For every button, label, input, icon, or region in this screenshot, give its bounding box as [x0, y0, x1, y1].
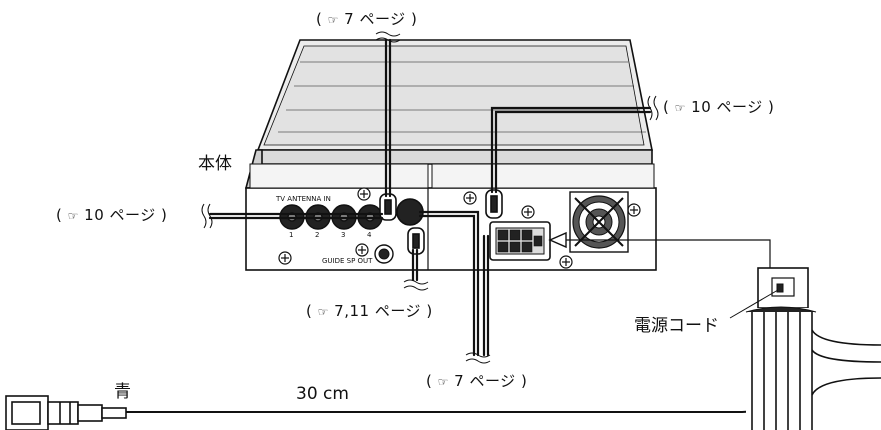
length-label: 30 cm: [296, 384, 349, 404]
pointing-hand-icon: ☞: [437, 375, 449, 389]
ref-lower-mid: ( ☞ 7,11 ページ ): [306, 302, 433, 320]
ref-left: ( ☞ 10 ページ ): [56, 206, 168, 224]
antenna-in-label: TV ANTENNA IN: [276, 195, 331, 203]
ref-right: ( ☞ 10 ページ ): [663, 98, 775, 116]
blue-wire-connector: [5, 395, 127, 430]
blue-wire-label: 青: [114, 382, 131, 402]
unit-label: 本体: [198, 154, 232, 174]
pointing-hand-icon: ☞: [317, 305, 329, 319]
antenna-port-3: 3: [341, 231, 346, 239]
guide-sp-out-label: GUIDE SP OUT: [322, 257, 373, 265]
antenna-port-1: 1: [289, 231, 294, 239]
power-cord-harness: [548, 231, 881, 430]
pointing-hand-icon: ☞: [67, 209, 79, 223]
power-cord-label: 電源コード: [634, 316, 719, 336]
ref-top: ( ☞ 7 ページ ): [316, 10, 418, 28]
cooling-fan: [569, 191, 629, 253]
antenna-port-2: 2: [315, 231, 320, 239]
guide-sp-out-jack: [374, 244, 394, 264]
antenna-port-4: 4: [367, 231, 372, 239]
screws: [278, 187, 641, 269]
break-marks: [201, 31, 659, 364]
pointing-hand-icon: ☞: [327, 13, 339, 27]
pointing-hand-icon: ☞: [674, 101, 686, 115]
connectors: [379, 189, 551, 261]
ref-bottom: ( ☞ 7 ページ ): [426, 372, 528, 390]
